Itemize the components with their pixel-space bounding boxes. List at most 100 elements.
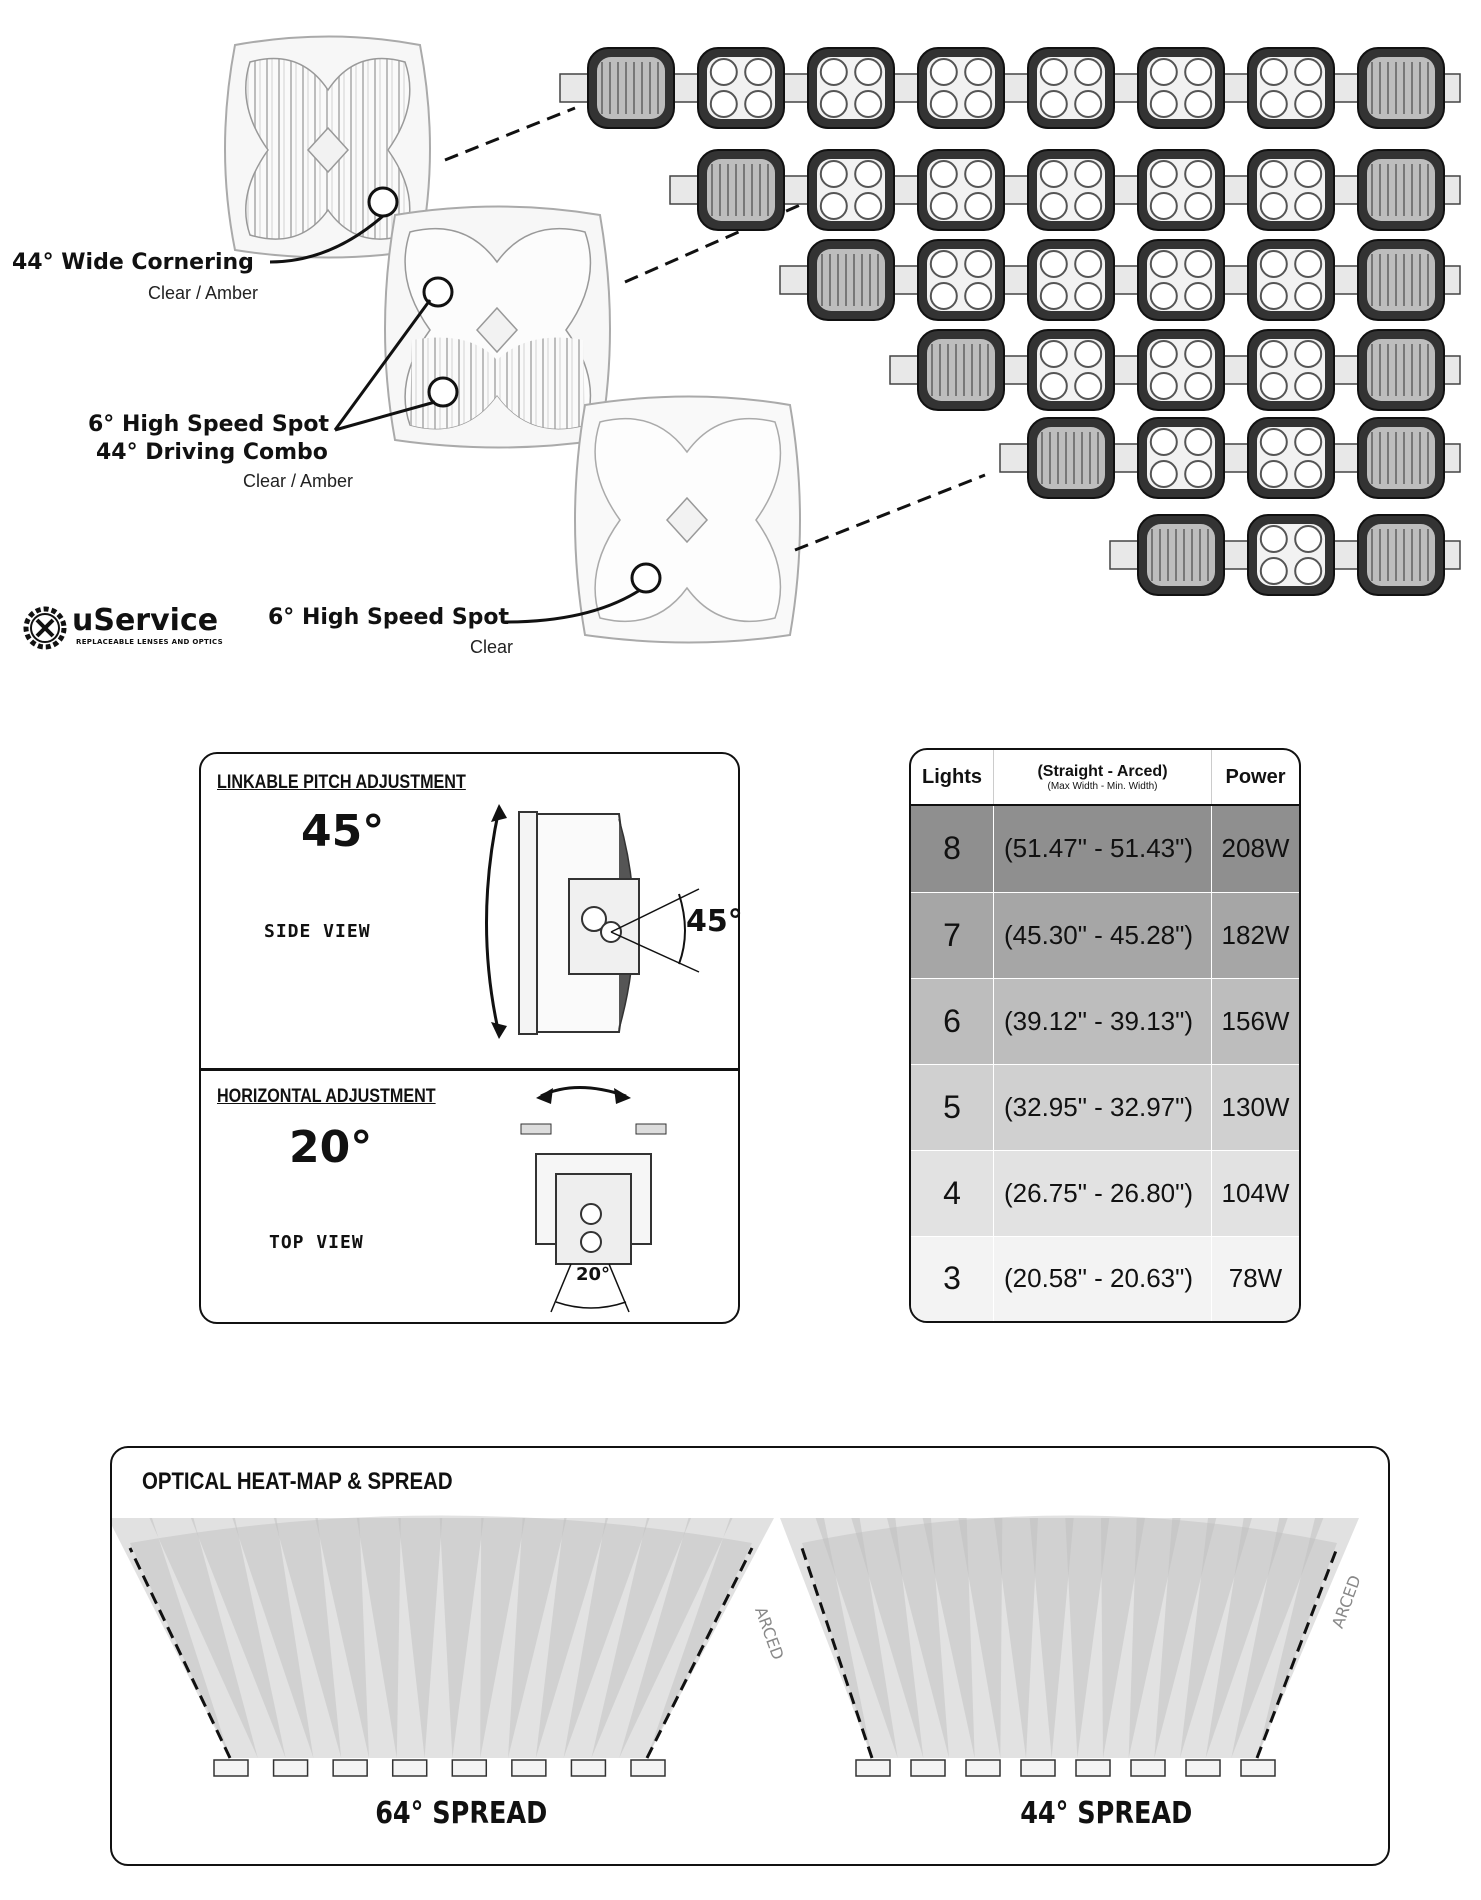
spec-lights-cell: 4 bbox=[911, 1149, 994, 1237]
light-pod bbox=[697, 149, 785, 231]
light-pod bbox=[917, 239, 1005, 321]
callout-spot-combo-sub: Clear / Amber bbox=[243, 471, 354, 491]
header-width: (Straight - Arced) (Max Width - Min. Wid… bbox=[993, 750, 1212, 806]
pitch-diagram-degrees: 45° bbox=[686, 904, 743, 939]
light-pod bbox=[587, 47, 675, 129]
light-pod bbox=[1137, 417, 1225, 499]
light-pod bbox=[1247, 329, 1335, 411]
panel-divider bbox=[201, 1068, 738, 1071]
spec-lights-cell: 7 bbox=[911, 891, 994, 979]
light-pod bbox=[1137, 47, 1225, 129]
spec-table: Lights (Straight - Arced) (Max Width - M… bbox=[911, 750, 1299, 1321]
light-pod bbox=[1137, 329, 1225, 411]
pitch-adjustment-label: LINKABLE PITCH ADJUSTMENT bbox=[217, 772, 466, 793]
light-pod bbox=[1247, 239, 1335, 321]
header-width-main: (Straight - Arced) bbox=[1037, 762, 1168, 780]
horizontal-adjustment-label: HORIZONTAL ADJUSTMENT bbox=[217, 1086, 436, 1107]
callout-spot-combo-title1: 6° High Speed Spot bbox=[88, 412, 330, 437]
light-pod bbox=[1357, 47, 1445, 129]
spec-power-cell: 130W bbox=[1211, 1063, 1299, 1151]
heatmap-44-fan bbox=[780, 1515, 1359, 1777]
spec-width-cell: (32.95" - 32.97") bbox=[993, 1063, 1212, 1151]
light-pod bbox=[1137, 514, 1225, 596]
spec-width-cell: (51.47" - 51.43") bbox=[993, 804, 1212, 893]
light-pod bbox=[917, 47, 1005, 129]
light-bars-svg bbox=[559, 47, 1461, 596]
spec-row: 6(39.12" - 39.13")156W bbox=[911, 977, 1299, 1065]
spec-width-cell: (26.75" - 26.80") bbox=[993, 1149, 1212, 1237]
light-pod bbox=[807, 149, 895, 231]
lens-illustration bbox=[224, 35, 986, 644]
gear-tools-icon bbox=[23, 606, 67, 650]
right-spread-label: 44° SPREAD bbox=[1020, 1796, 1193, 1831]
light-pod bbox=[807, 47, 895, 129]
header-power: Power bbox=[1211, 750, 1299, 806]
light-bar bbox=[1109, 514, 1461, 596]
header-lights: Lights bbox=[911, 750, 994, 806]
callout-spot-clear-title: 6° High Speed Spot bbox=[268, 605, 510, 630]
callout-wide-cornering-sub: Clear / Amber bbox=[148, 283, 259, 303]
spec-power-cell: 78W bbox=[1211, 1235, 1299, 1321]
side-view-diagram bbox=[485, 804, 700, 1039]
spec-row: 8(51.47" - 51.43")208W bbox=[911, 804, 1299, 893]
light-pod bbox=[917, 149, 1005, 231]
light-pod bbox=[1357, 417, 1445, 499]
light-pod bbox=[1137, 149, 1225, 231]
light-bar bbox=[889, 329, 1461, 411]
spec-power-cell: 182W bbox=[1211, 891, 1299, 979]
spec-power-cell: 156W bbox=[1211, 977, 1299, 1065]
light-bar bbox=[559, 47, 1461, 129]
light-pod bbox=[1027, 47, 1115, 129]
light-pod bbox=[1027, 239, 1115, 321]
spec-table-panel: Lights (Straight - Arced) (Max Width - M… bbox=[909, 748, 1301, 1323]
left-spread-label: 64° SPREAD bbox=[375, 1796, 548, 1831]
light-pod bbox=[1027, 149, 1115, 231]
light-pod bbox=[1137, 239, 1225, 321]
light-pod bbox=[1027, 329, 1115, 411]
light-bar-stack bbox=[0, 0, 1481, 624]
callout-wide-cornering-title: 44° Wide Cornering bbox=[12, 250, 254, 275]
spec-row: 3(20.58" - 20.63")78W bbox=[911, 1235, 1299, 1321]
light-pod bbox=[917, 329, 1005, 411]
light-pod bbox=[1247, 417, 1335, 499]
spec-row: 7(45.30" - 45.28")182W bbox=[911, 891, 1299, 979]
header-width-sub: (Max Width - Min. Width) bbox=[1047, 780, 1158, 792]
lens-wide-cornering bbox=[224, 35, 431, 259]
light-bar bbox=[779, 239, 1461, 321]
pitch-degrees: 45° bbox=[301, 806, 385, 857]
light-pod bbox=[1247, 47, 1335, 129]
spec-width-cell: (20.58" - 20.63") bbox=[993, 1235, 1212, 1321]
spec-lights-cell: 6 bbox=[911, 977, 994, 1065]
logo-name: uService bbox=[72, 603, 219, 638]
spec-power-cell: 208W bbox=[1211, 804, 1299, 893]
horizontal-degrees: 20° bbox=[289, 1122, 373, 1173]
adjustment-panel: LINKABLE PITCH ADJUSTMENT 45° SIDE VIEW … bbox=[199, 752, 743, 1324]
callout-spot-clear-sub: Clear bbox=[470, 637, 514, 657]
logo-tagline: REPLACEABLE LENSES AND OPTICS bbox=[76, 638, 223, 646]
callout-spot-combo-title2: 44° Driving Combo bbox=[96, 440, 328, 465]
spec-lights-cell: 3 bbox=[911, 1235, 994, 1321]
side-view-label: SIDE VIEW bbox=[264, 921, 371, 942]
horizontal-diagram-degrees: 20° bbox=[576, 1264, 611, 1285]
heatmap-title: OPTICAL HEAT-MAP & SPREAD bbox=[142, 1468, 453, 1495]
spec-width-cell: (45.30" - 45.28") bbox=[993, 891, 1212, 979]
top-view-diagram bbox=[520, 1086, 667, 1313]
light-pod bbox=[1247, 149, 1335, 231]
spec-width-cell: (39.12" - 39.13") bbox=[993, 977, 1212, 1065]
light-pod bbox=[1357, 149, 1445, 231]
light-pod bbox=[1027, 417, 1115, 499]
light-bar bbox=[999, 417, 1461, 499]
heatmap-diagram bbox=[112, 1515, 1359, 1777]
spec-lights-cell: 8 bbox=[911, 804, 994, 893]
spec-row: 5(32.95" - 32.97")130W bbox=[911, 1063, 1299, 1151]
spec-row: 4(26.75" - 26.80")104W bbox=[911, 1149, 1299, 1237]
light-pod bbox=[807, 239, 895, 321]
spec-lights-cell: 5 bbox=[911, 1063, 994, 1151]
light-pod bbox=[1357, 514, 1445, 596]
top-view-label: TOP VIEW bbox=[269, 1232, 364, 1253]
light-pod bbox=[1357, 239, 1445, 321]
heatmap-64-fan bbox=[112, 1515, 774, 1777]
light-pod bbox=[1357, 329, 1445, 411]
light-pod bbox=[1247, 514, 1335, 596]
